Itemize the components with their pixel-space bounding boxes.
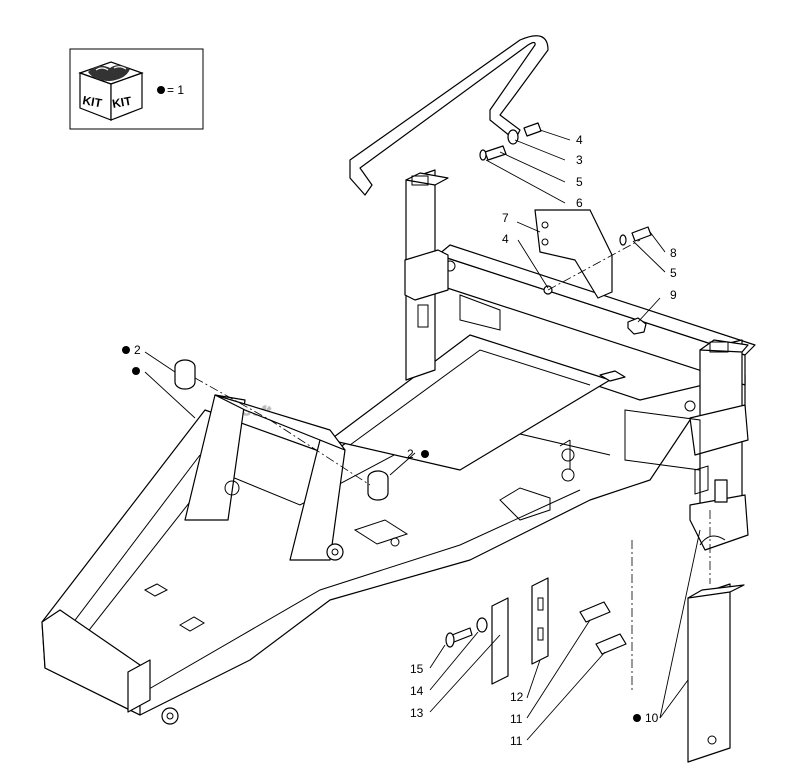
callout-11-lower: 11 (510, 734, 523, 748)
kit-legend: KIT KIT = 1 (69, 48, 204, 130)
callout-3: 3 (576, 153, 583, 167)
callout-14: 14 (410, 684, 424, 698)
callout-4-lower: 4 (502, 232, 509, 246)
callout-7: 7 (502, 211, 509, 225)
callout-8: 8 (670, 246, 677, 260)
bent-bar-part (349, 35, 549, 196)
upper-hardware (479, 122, 652, 335)
callout-2-lower: 2 (407, 447, 414, 461)
kit-bullet (157, 86, 165, 94)
callout-11-upper: 11 (510, 712, 523, 726)
kit-bullet-10 (633, 714, 641, 722)
kit-bullet-bushing (132, 367, 140, 375)
lower-parts (445, 510, 745, 763)
kit-box-icon: KIT KIT (78, 61, 144, 121)
kit-label-right: KIT (111, 94, 133, 111)
callout-2-upper: 2 (134, 343, 141, 357)
kit-label-left: KIT (81, 93, 103, 110)
callout-13: 13 (410, 706, 424, 720)
callout-5-upper: 5 (576, 175, 583, 189)
kit-legend-text: = 1 (167, 83, 184, 97)
callout-10: 10 (645, 711, 659, 725)
upper-crossbeam-and-posts (404, 169, 756, 551)
leader-lines (144, 129, 701, 741)
callout-9: 9 (670, 288, 677, 302)
callout-4-upper: 4 (576, 133, 583, 147)
callout-12: 12 (510, 690, 524, 704)
callout-15: 15 (410, 662, 424, 676)
bushings (174, 359, 389, 501)
callout-5-lower: 5 (670, 266, 677, 280)
callout-6: 6 (576, 196, 583, 210)
kit-bullet-2-upper (122, 346, 130, 354)
chassis-frame (41, 334, 746, 725)
kit-bullet-2-lower (421, 450, 429, 458)
callout-labels: 4 3 5 6 7 4 8 5 9 2 2 15 14 13 12 11 11 … (122, 133, 677, 748)
